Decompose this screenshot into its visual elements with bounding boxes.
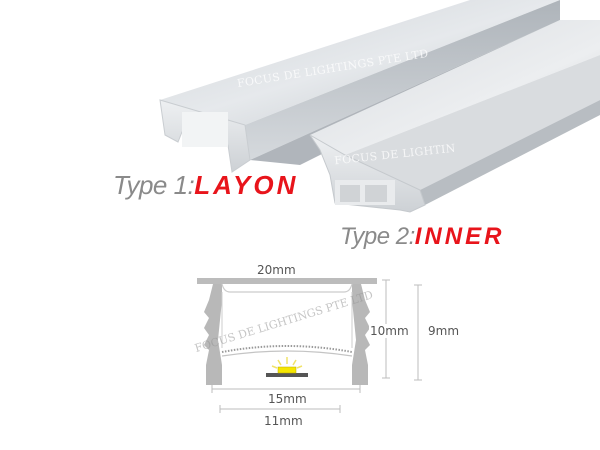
cross-section-diagram: 20mm 10mm 9mm 15mm 11mm FOCUS DE LIGHTIN… [0,250,600,450]
profile-cross-section [197,278,422,413]
type-1-label: Type 1:LAYON [113,170,298,201]
type-2-prefix: Type 2: [340,223,415,250]
type-2-name: INNER [414,223,505,250]
led-chip-icon [266,357,308,377]
dimension-outer-height: 9mm [428,324,460,338]
product-photo: FOCUS DE LIGHTINGS PTE LTD FOCUS DE LIGH… [159,0,600,213]
type-2-label: Type 2:INNER [340,223,504,251]
dimension-base-width: 11mm [264,414,303,428]
dimension-bottom-width: 15mm [268,392,307,406]
type-1-prefix: Type 1: [113,170,195,200]
dimension-top-width: 20mm [257,263,296,277]
aluminium-profiles-illustration [159,0,600,213]
dimension-inner-height: 10mm [369,324,410,338]
type-1-name: LAYON [194,170,299,200]
